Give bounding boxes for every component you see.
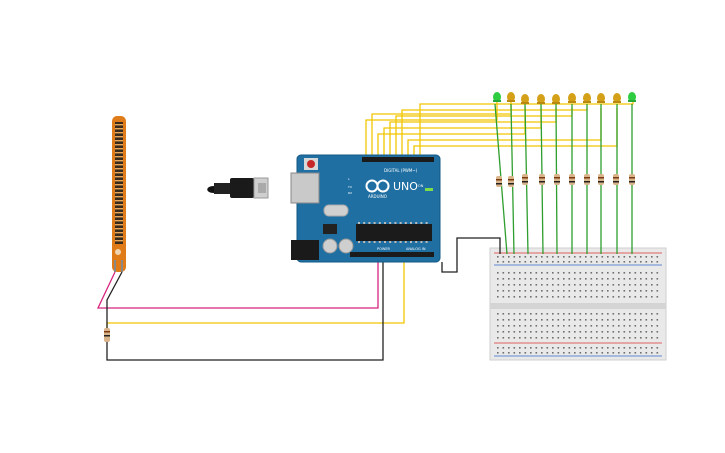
chip-pins: [358, 222, 428, 243]
resistor-10[interactable]: [629, 174, 635, 185]
board-brand-label: ARDUINO: [368, 194, 387, 199]
rx-led-label: RX: [348, 191, 352, 195]
resistor-9[interactable]: [613, 174, 619, 185]
resistor-6[interactable]: [569, 174, 575, 185]
led-2[interactable]: [507, 92, 515, 102]
resistor-8[interactable]: [598, 174, 604, 185]
led-array: [493, 92, 636, 104]
led-8[interactable]: [597, 93, 605, 103]
tx-led-label: TX: [347, 185, 352, 189]
led-legs: [494, 103, 633, 255]
flex-sensor[interactable]: [112, 116, 126, 272]
flex-sensor-stripes: [115, 124, 123, 242]
sensor-wires: [96, 237, 501, 361]
digital-wires: [365, 100, 634, 160]
resistor-5[interactable]: [554, 174, 560, 185]
led-9[interactable]: [613, 93, 621, 103]
resistor-array: [496, 174, 635, 187]
resistor-3[interactable]: [522, 174, 528, 185]
digital-header-label: DIGITAL (PWM~): [384, 168, 418, 173]
analog-header-label: ANALOG IN: [406, 247, 426, 251]
led-5[interactable]: [552, 94, 560, 104]
reset-button[interactable]: [307, 160, 315, 168]
led-10[interactable]: [628, 92, 636, 102]
breadboard[interactable]: [489, 247, 667, 361]
l-led-label: L: [348, 177, 350, 181]
resistor-7[interactable]: [584, 174, 590, 185]
on-led-label: ON: [418, 184, 424, 188]
board-model-label: UNO: [393, 180, 418, 193]
breadboard-holes: [497, 256, 659, 354]
resistor-4[interactable]: [539, 174, 545, 185]
led-4[interactable]: [537, 94, 545, 104]
power-header-label: POWER: [377, 247, 391, 251]
led-7[interactable]: [583, 93, 591, 103]
on-led: [425, 188, 433, 191]
led-1[interactable]: [493, 92, 501, 102]
resistor-2[interactable]: [508, 176, 514, 187]
resistor-1[interactable]: [496, 176, 502, 187]
arduino-logo: [365, 179, 390, 193]
usb-cable: [207, 177, 269, 199]
flex-resistor[interactable]: [104, 328, 110, 342]
arduino-uno[interactable]: UNO ARDUINO DIGITAL (PWM~) POWER ANALOG …: [290, 154, 441, 263]
led-3[interactable]: [521, 94, 529, 104]
led-6[interactable]: [568, 93, 576, 103]
